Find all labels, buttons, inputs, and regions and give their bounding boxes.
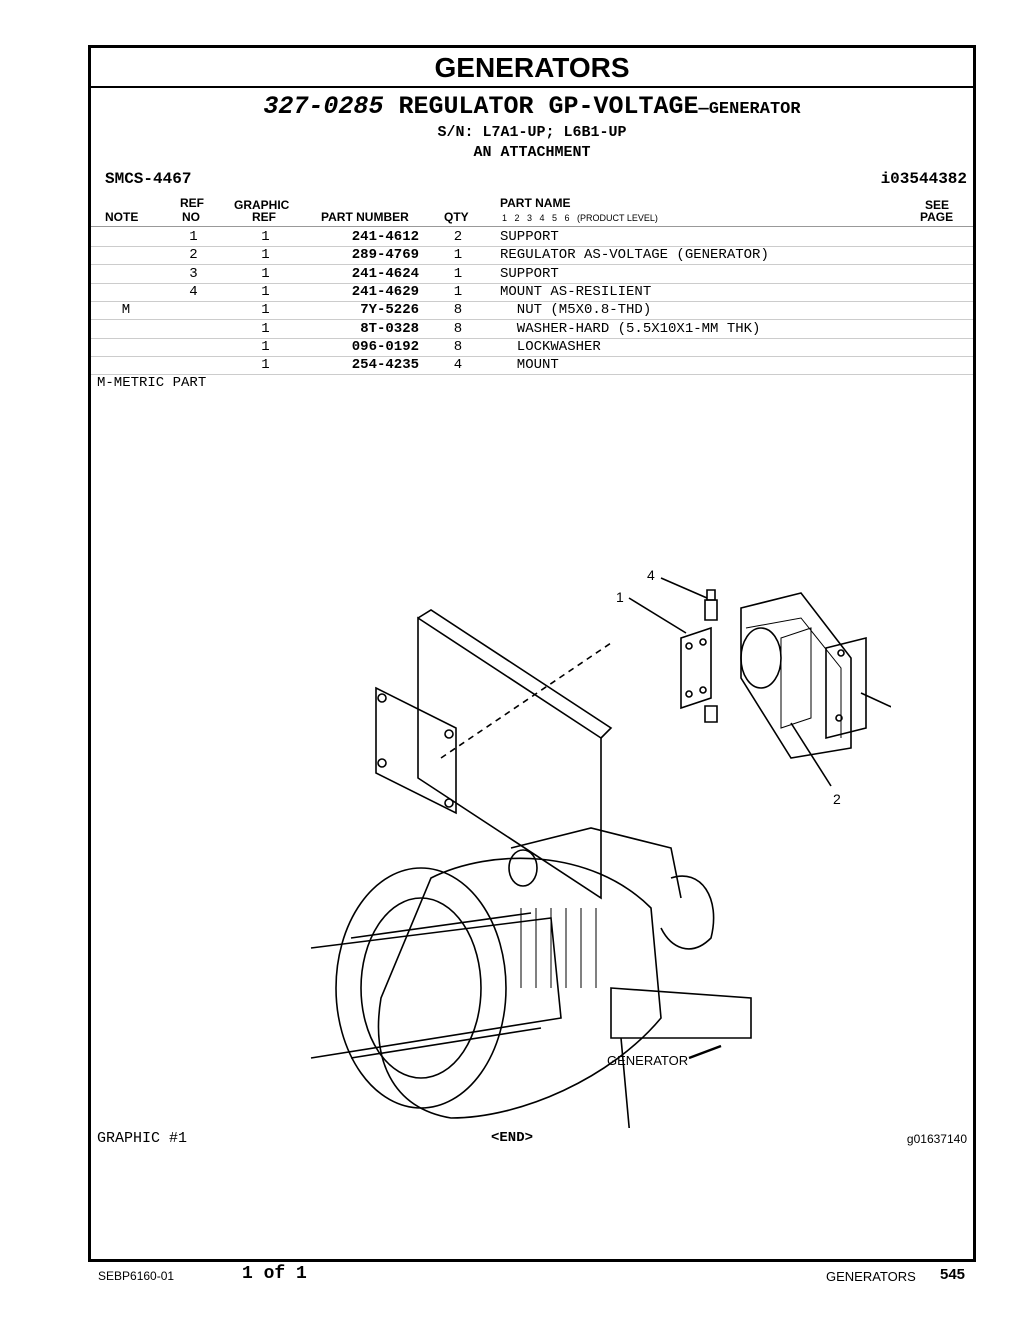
row-part-name: SUPPORT (500, 265, 559, 282)
leader-line-3 (860, 692, 891, 708)
generator-shaft (310, 917, 562, 1059)
row-ref-no: 4 (189, 283, 198, 300)
header-qty: QTY (444, 210, 469, 224)
metric-note: M-METRIC PART (97, 375, 207, 391)
group-subtitle: —GENERATOR (698, 100, 801, 119)
footer-page-number: 545 (940, 1266, 966, 1283)
header-part-number: PART NUMBER (321, 210, 409, 224)
resilient-mount (704, 599, 718, 621)
row-part-number: 241-4629 (351, 283, 419, 300)
header-note: NOTE (105, 210, 139, 224)
end-marker: <END> (491, 1130, 534, 1146)
table-row: 3 1 241-4624 1 SUPPORT (91, 265, 973, 284)
row-graphic-ref: 1 (261, 283, 270, 300)
smcs-code: SMCS-4467 (105, 170, 192, 188)
mounting-bolt (688, 1044, 722, 1060)
callout-1: 1 (616, 589, 624, 605)
group-number: 327-0285 (263, 92, 384, 121)
mounting-flange (660, 875, 715, 950)
callout-2: 2 (833, 791, 841, 807)
row-graphic-ref: 1 (261, 265, 270, 282)
row-ref-no: 2 (189, 247, 198, 264)
footer-doc-code: SEBP6160-01 (98, 1269, 175, 1283)
row-part-name: MOUNT (500, 357, 559, 374)
header-see-bottom: PAGE (920, 210, 954, 224)
row-qty: 1 (453, 283, 463, 300)
row-part-name: SUPPORT (500, 229, 559, 245)
generator-label: GENERATOR (607, 1053, 688, 1068)
generator-foot (610, 987, 752, 1039)
row-graphic-ref: 1 (261, 338, 270, 355)
leader-line-1 (628, 597, 687, 634)
table-row: M 1 7Y-5226 8 NUT (M5X0.8-THD) (91, 301, 973, 321)
page-frame: GENERATORS 327-0285 REGULATOR GP-VOLTAGE… (88, 45, 976, 1262)
table-row: 2 1 289-4769 1 REGULATOR AS-VOLTAGE (GENERAT… (91, 246, 973, 266)
leader-line-4 (660, 577, 708, 599)
part-title: 327-0285 REGULATOR GP-VOLTAGE—GENERATOR (91, 92, 973, 121)
exploded-view-illustration: 1 2 3 4 GENERATOR (310, 567, 891, 1128)
row-qty: 8 (453, 320, 463, 337)
generator-end-ring (335, 867, 507, 1109)
row-part-number: 289-4769 (351, 247, 419, 264)
resilient-mount-lower (704, 705, 718, 723)
header-part-name: PART NAME (500, 196, 571, 210)
illustration-id: i03544382 (880, 170, 967, 188)
row-graphic-ref: 1 (261, 357, 270, 374)
row-qty: 1 (453, 265, 463, 282)
support-bracket-left (680, 626, 712, 710)
row-part-name: REGULATOR AS-VOLTAGE (GENERATOR) (500, 247, 769, 264)
row-part-number: 241-4624 (351, 265, 419, 282)
row-part-name: LOCKWASHER (500, 338, 601, 355)
row-part-name: MOUNT AS-RESILIENT (500, 283, 652, 300)
voltage-regulator (740, 592, 852, 759)
leader-line-2 (790, 722, 832, 787)
regulator-transformer (740, 627, 782, 689)
row-note: M (121, 302, 131, 319)
row-graphic-ref: 1 (261, 229, 270, 245)
row-qty: 8 (453, 338, 463, 355)
graphic-id: g01637140 (906, 1132, 967, 1146)
row-part-number: 096-0192 (351, 338, 419, 355)
generator-housing (377, 857, 662, 1119)
header-ref-top: REF (180, 196, 204, 210)
table-row: 1 8T-0328 8 WASHER-HARD (5.5X10X1-MM THK) (91, 320, 973, 339)
header-graphic-bottom: REF (252, 210, 276, 224)
support-bracket-right (825, 636, 867, 740)
row-graphic-ref: 1 (261, 247, 270, 264)
footer-section: GENERATORS (826, 1269, 916, 1284)
row-part-name: NUT (M5X0.8-THD) (500, 302, 652, 319)
graphic-label: GRAPHIC #1 (97, 1130, 188, 1147)
row-part-number: 8T-0328 (360, 320, 419, 337)
generator-cover-panel (417, 616, 602, 900)
callout-4: 4 (647, 567, 655, 583)
group-name: REGULATOR GP-VOLTAGE (398, 92, 699, 121)
section-title: GENERATORS (91, 48, 973, 88)
table-row: 4 1 241-4629 1 MOUNT AS-RESILIENT (91, 283, 973, 302)
table-row: 1 1 241-4612 2 SUPPORT (91, 228, 973, 247)
header-see-top: SEE (925, 198, 950, 212)
table-row: 1 096-0192 8 LOCKWASHER (91, 338, 973, 357)
footer-page-of: 1 of 1 (242, 1264, 307, 1284)
row-part-number: 7Y-5226 (360, 302, 419, 319)
row-qty: 8 (453, 302, 463, 319)
row-qty: 2 (453, 229, 463, 245)
row-graphic-ref: 1 (261, 302, 270, 319)
header-graphic-top: GRAPHIC (234, 198, 290, 212)
row-ref-no: 3 (189, 265, 198, 282)
serial-numbers: S/N: L7A1-UP; L6B1-UP (437, 124, 627, 141)
attachment-label: AN ATTACHMENT (473, 144, 591, 161)
row-graphic-ref: 1 (261, 320, 270, 337)
row-part-name: WASHER-HARD (5.5X10X1-MM THK) (500, 320, 761, 337)
access-plate (375, 686, 457, 815)
row-part-number: 254-4235 (351, 357, 419, 374)
table-header: NOTE REF NO GRAPHIC REF PART NUMBER QTY … (91, 194, 973, 227)
header-product-levels: 1 2 3 4 5 6 (PRODUCT LEVEL) (502, 213, 658, 223)
row-qty: 4 (453, 357, 463, 374)
row-qty: 1 (453, 247, 463, 264)
header-ref-bottom: NO (182, 210, 200, 224)
row-part-number: 241-4612 (351, 229, 419, 245)
row-ref-no: 1 (189, 229, 198, 245)
table-row: 1 254-4235 4 MOUNT (91, 356, 973, 376)
